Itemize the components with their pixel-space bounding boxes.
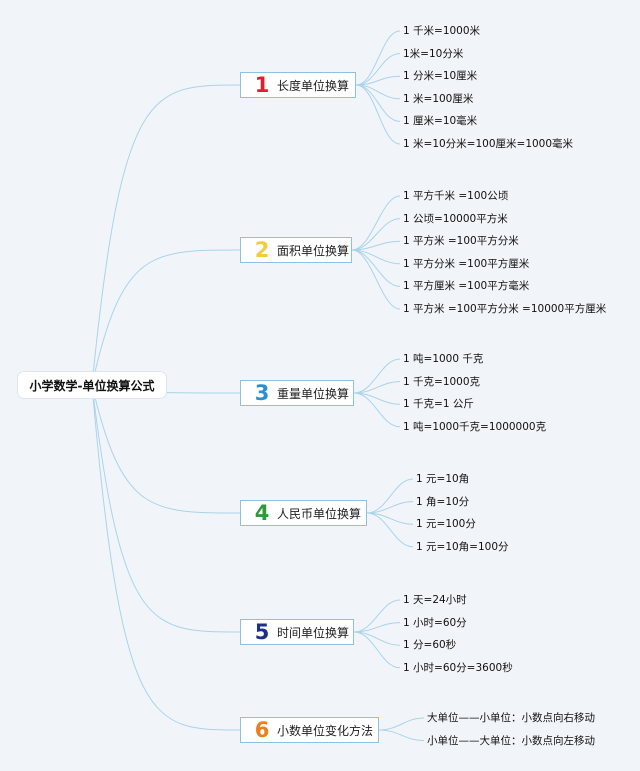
leaf-item[interactable]: 1 千米=1000米	[403, 25, 481, 37]
leaf-connector	[378, 717, 425, 731]
leaf-connector	[355, 84, 401, 122]
leaf-connector	[366, 512, 414, 548]
leaf-connector	[378, 729, 425, 742]
leaf-item[interactable]: 1 平方厘米 =100平方毫米	[403, 280, 530, 293]
leaf-connector	[366, 478, 414, 514]
branch-number: 1	[254, 73, 270, 97]
root-connector-5	[91, 384, 241, 633]
branch-label: 面积单位换算	[277, 243, 350, 258]
branch-label: 小数单位变化方法	[277, 723, 374, 738]
branch-label: 重量单位换算	[277, 386, 350, 401]
leaf-item[interactable]: 1 平方米 =100平方分米 =10000平方厘米	[403, 303, 607, 315]
leaf-connector	[355, 84, 401, 145]
branch-number: 4	[254, 501, 270, 525]
leaf-item[interactable]: 1 平方千米 =100公顷	[403, 190, 509, 202]
root-connector-1	[91, 84, 241, 386]
branch-node-4[interactable]: 4 人民币单位换算	[240, 500, 367, 526]
root-connector-6	[91, 384, 241, 731]
leaf-connector	[366, 501, 414, 514]
leaf-connector	[353, 631, 401, 669]
branch-node-1[interactable]: 1 长度单位换算	[240, 72, 356, 98]
leaf-item[interactable]: 1 分米=10厘米	[403, 70, 478, 83]
branch-label: 人民币单位换算	[277, 506, 362, 521]
leaf-connector	[355, 75, 401, 86]
leaf-item[interactable]: 1 小时=60分	[403, 616, 467, 629]
leaf-connector	[353, 358, 401, 394]
branch-number: 6	[254, 718, 270, 742]
leaf-item[interactable]: 1 元=10角	[416, 473, 470, 485]
leaf-connector	[353, 599, 401, 633]
leaf-item[interactable]: 1米=10分米	[403, 47, 464, 60]
leaf-connector	[351, 249, 401, 310]
leaf-item[interactable]: 1 小时=60分=3600秒	[403, 661, 513, 674]
leaf-item[interactable]: 大单位——小单位：小数点向右移动	[427, 712, 595, 724]
leaf-item[interactable]: 1 千克=1 公斤	[403, 398, 474, 411]
leaf-item[interactable]: 小单位——大单位：小数点向左移动	[427, 734, 595, 747]
branch-label: 时间单位换算	[277, 625, 350, 640]
branch-node-5[interactable]: 5 时间单位换算	[240, 619, 354, 645]
leaf-item[interactable]: 1 公顷=10000平方米	[403, 212, 508, 225]
leaf-connector	[353, 392, 401, 428]
leaf-connector	[355, 30, 401, 86]
leaf-connector	[351, 249, 401, 287]
branch-number: 2	[254, 238, 270, 262]
leaf-item[interactable]: 1 平方米 =100平方分米	[403, 235, 519, 248]
leaf-item[interactable]: 1 分=60秒	[403, 639, 457, 652]
leaf-item[interactable]: 1 角=10分	[416, 495, 470, 508]
leaf-item[interactable]: 1 千克=1000克	[403, 375, 481, 388]
leaf-item[interactable]: 1 元=10角=100分	[416, 540, 509, 553]
branch-number: 3	[254, 381, 270, 405]
leaf-connector	[351, 218, 401, 251]
root-label: 小学数学-单位换算公式	[29, 378, 155, 393]
branch-node-6[interactable]: 6 小数单位变化方法	[240, 717, 379, 743]
branch-label: 长度单位换算	[277, 78, 350, 93]
root-node[interactable]: 小学数学-单位换算公式	[18, 372, 166, 398]
leaf-connector	[355, 53, 401, 86]
leaf-item[interactable]: 1 平方分米 =100平方厘米	[403, 257, 530, 270]
leaf-connector	[353, 622, 401, 633]
leaf-connector	[351, 240, 401, 251]
root-connector-2	[91, 249, 241, 386]
leaf-item[interactable]: 1 吨=1000千克=1000000克	[403, 420, 547, 433]
branch-number: 5	[254, 620, 270, 644]
leaf-item[interactable]: 1 厘米=10毫米	[403, 115, 478, 128]
leaf-item[interactable]: 1 元=100分	[416, 518, 476, 531]
leaf-item[interactable]: 1 吨=1000 千克	[403, 353, 484, 365]
leaf-item[interactable]: 1 天=24小时	[403, 594, 467, 606]
root-connector-4	[91, 384, 241, 514]
leaf-item[interactable]: 1 米=10分米=100厘米=1000毫米	[403, 138, 574, 150]
leaf-connector	[353, 381, 401, 394]
branch-node-2[interactable]: 2 面积单位换算	[240, 237, 352, 263]
branch-node-3[interactable]: 3 重量单位换算	[240, 380, 354, 406]
leaf-item[interactable]: 1 米=100厘米	[403, 92, 474, 105]
leaf-connector	[351, 195, 401, 251]
